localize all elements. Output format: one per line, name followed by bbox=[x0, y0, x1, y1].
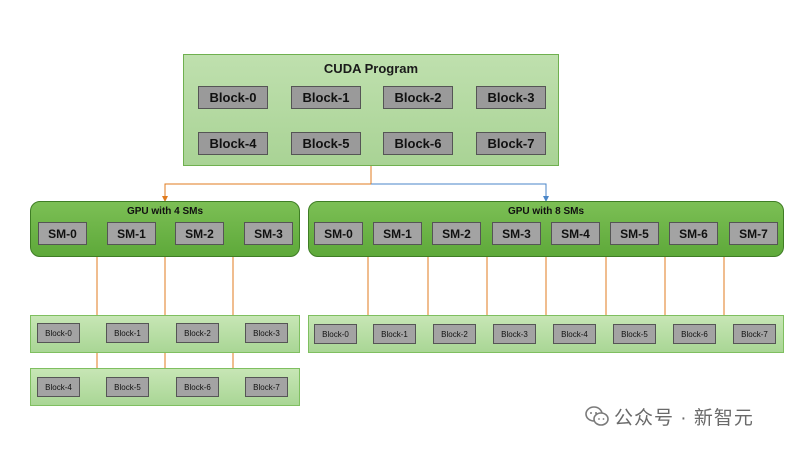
gpu8-block: Block-6 bbox=[673, 324, 716, 344]
gpu4-block: Block-4 bbox=[37, 377, 80, 397]
gpu8-block: Block-2 bbox=[433, 324, 476, 344]
cuda-program-title: CUDA Program bbox=[323, 61, 419, 76]
gpu8-sm: SM-5 bbox=[610, 222, 659, 245]
program-to-gpu8-arrow bbox=[371, 183, 549, 202]
gpu4-sm: SM-1 bbox=[107, 222, 156, 245]
gpu8-sm: SM-6 bbox=[669, 222, 718, 245]
gpu4-title: GPU with 4 SMs bbox=[126, 206, 204, 217]
gpu8-block: Block-7 bbox=[733, 324, 776, 344]
gpu4-block: Block-5 bbox=[106, 377, 149, 397]
program-block: Block-3 bbox=[476, 86, 546, 109]
program-block: Block-4 bbox=[198, 132, 268, 155]
gpu8-block: Block-3 bbox=[493, 324, 536, 344]
gpu8-sm: SM-7 bbox=[729, 222, 778, 245]
gpu8-title: GPU with 8 SMs bbox=[507, 206, 585, 217]
program-block: Block-0 bbox=[198, 86, 268, 109]
gpu8-block: Block-0 bbox=[314, 324, 357, 344]
program-block: Block-2 bbox=[383, 86, 453, 109]
program-block: Block-6 bbox=[383, 132, 453, 155]
program-block: Block-7 bbox=[476, 132, 546, 155]
gpu4-block: Block-1 bbox=[106, 323, 149, 343]
gpu4-sm: SM-2 bbox=[175, 222, 224, 245]
program-block: Block-5 bbox=[291, 132, 361, 155]
gpu8-sm: SM-2 bbox=[432, 222, 481, 245]
gpu4-sm: SM-0 bbox=[38, 222, 87, 245]
gpu4-block: Block-3 bbox=[245, 323, 288, 343]
program-block: Block-1 bbox=[291, 86, 361, 109]
gpu8-sm: SM-0 bbox=[314, 222, 363, 245]
wechat-icon bbox=[585, 406, 609, 426]
watermark-text: 公众号 · 新智元 bbox=[614, 408, 754, 429]
gpu8-block: Block-4 bbox=[553, 324, 596, 344]
gpu8-sm: SM-3 bbox=[492, 222, 541, 245]
gpu8-block: Block-5 bbox=[613, 324, 656, 344]
gpu4-block: Block-6 bbox=[176, 377, 219, 397]
gpu4-block: Block-2 bbox=[176, 323, 219, 343]
gpu4-sm: SM-3 bbox=[244, 222, 293, 245]
gpu4-block: Block-0 bbox=[37, 323, 80, 343]
gpu8-sm: SM-4 bbox=[551, 222, 600, 245]
gpu8-block: Block-1 bbox=[373, 324, 416, 344]
program-to-gpu4-arrow bbox=[162, 166, 372, 202]
gpu8-sm: SM-1 bbox=[373, 222, 422, 245]
gpu4-block: Block-7 bbox=[245, 377, 288, 397]
